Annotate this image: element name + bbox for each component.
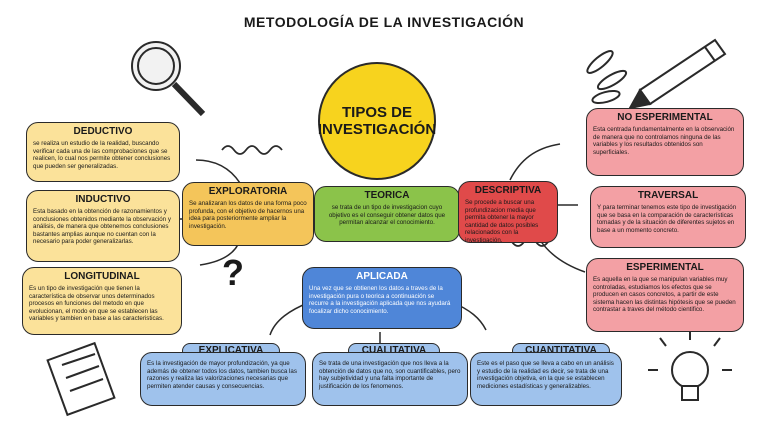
traversal-title: TRAVERSAL [637,190,699,201]
card-descriptiva: DESCRIPTIVA Se procede a buscar una prof… [458,181,558,243]
explicativa-text: Es la investigación de mayor profundizac… [147,360,297,390]
deductivo-title: DEDUCTIVO [73,126,133,137]
center-line2: INVESTIGACIÓN [317,121,437,138]
no-experimental-title: NO ESPERIMENTAL [617,112,713,123]
aplicada-text: Una vez que se obtienen los datos a trav… [309,285,451,315]
teorica-text: se trata de un tipo de investigacion cuy… [328,204,446,227]
card-cualitativa: Se trata de una investigación que nos ll… [312,352,468,406]
card-inductivo: INDUCTIVO Esta basado en la obtención de… [26,190,180,262]
descriptiva-text: Se procede a buscar una profundizacion m… [465,199,539,243]
card-exploratoria: EXPLORATORIA Se analizaran los datos de … [182,182,314,246]
card-experimental: ESPERIMENTAL Es aquella en la que se man… [586,258,744,332]
teorica-title: TEORICA [364,190,410,201]
cuantitativa-text: Este es el paso que se lleva a cabo en u… [477,360,614,390]
center-line1: TIPOS DE [342,104,413,121]
inductivo-text: Esta basado en la obtención de razonamie… [33,208,171,246]
deductivo-text: se realiza un estudio de la realidad, bu… [33,140,171,170]
exploratoria-text: Se analizaran los datos de una forma poc… [189,200,307,230]
pencil-icon [628,38,727,110]
card-no-experimental: NO ESPERIMENTAL Esta centrada fundamenta… [586,108,744,176]
center-circle: TIPOS DE INVESTIGACIÓN [318,62,436,180]
page-title: METODOLOGÍA DE LA INVESTIGACIÓN [243,14,525,30]
card-explicativa: Es la investigación de mayor profundizac… [140,352,306,406]
notebook-icon [46,341,116,417]
aplicada-title: APLICADA [356,271,408,282]
card-teorica: TEORICA se trata de un tipo de investiga… [314,186,460,242]
longitudinal-title: LONGITUDINAL [64,271,140,282]
magnifier-icon [131,41,206,117]
card-traversal: TRAVERSAL Y para terminar tenemos este t… [590,186,746,248]
descriptiva-title: DESCRIPTIVA [474,185,542,196]
longitudinal-text: Es un tipo de investigación que tienen l… [29,285,164,323]
traversal-text: Y para terminar tenemos este tipo de inv… [597,204,737,234]
card-aplicada: APLICADA Una vez que se obtienen los dat… [302,267,462,329]
exploratoria-title: EXPLORATORIA [208,186,288,197]
card-cuantitativa: Este es el paso que se lleva a cabo en u… [470,352,622,406]
card-longitudinal: LONGITUDINAL Es un tipo de investigación… [22,267,182,335]
card-deductivo: DEDUCTIVO se realiza un estudio de la re… [26,122,180,182]
experimental-text: Es aquella en la que se manipulan variab… [593,276,736,314]
experimental-title: ESPERIMENTAL [626,262,704,273]
no-experimental-text: Esta centrada fundamentalmente en la obs… [593,126,735,156]
leaf-icon [586,50,628,105]
lightbulb-icon [648,330,732,401]
cualitativa-text: Se trata de una investigación que nos ll… [319,360,461,390]
question-mark: ? [222,252,244,293]
inductivo-title: INDUCTIVO [75,194,131,205]
